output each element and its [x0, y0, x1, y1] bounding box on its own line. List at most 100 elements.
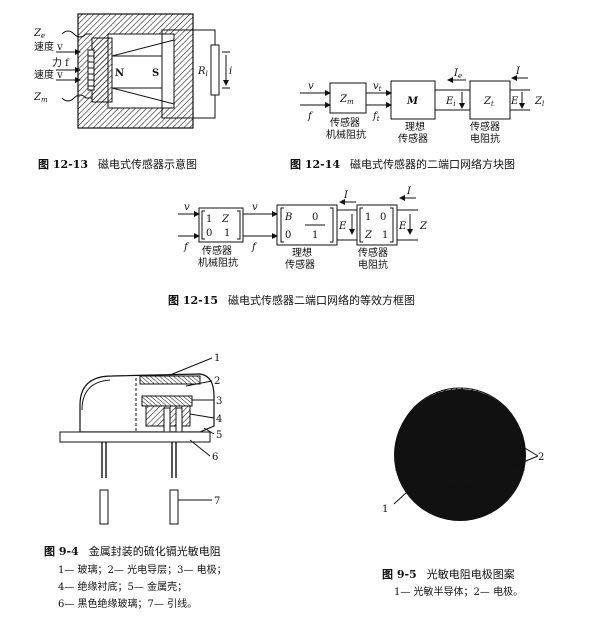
s15-zl: Z: [419, 221, 428, 232]
caption-12-14-number: 图 12-14: [290, 158, 341, 171]
block-ideal-label2: 传感器: [398, 132, 428, 145]
s15-ei: E: [338, 221, 347, 232]
blk1-label1: 传感器: [202, 244, 232, 257]
m3-d: 1: [382, 230, 388, 241]
block-ideal-symbol: M: [406, 96, 419, 107]
label-force-f: 力 f: [52, 56, 70, 69]
sig-i: I: [515, 66, 521, 77]
block-ideal-transducer: [390, 80, 436, 120]
moving-coil: [87, 49, 95, 91]
matrix-block-mech: [198, 207, 244, 243]
c94-4: 4: [216, 414, 222, 425]
label-speed-v: 速度 v: [34, 68, 63, 81]
legend-9-5: 1— 光敏半导体；2— 电极。: [394, 584, 523, 601]
block-ideal-label1: 理想: [405, 120, 425, 133]
s15-ft: f: [251, 242, 258, 253]
sig-vt: vt: [373, 81, 382, 93]
c94-5: 5: [216, 430, 222, 441]
caption-9-4-title: 金属封装的硫化镉光敏电阻: [88, 545, 221, 558]
block-elec-label1: 传感器: [470, 120, 500, 133]
block-elec-symbol: Zt: [483, 96, 494, 108]
c94-6: 6: [212, 452, 218, 463]
blk2-label1: 理想: [292, 246, 312, 259]
photosensitive-pattern: [395, 387, 525, 488]
label-zm: Zm: [33, 92, 48, 104]
legend-9-5-line: 1— 光敏半导体；2— 电极。: [394, 587, 524, 598]
m3-a: 1: [365, 212, 371, 223]
caption-12-14-title: 磁电式传感器的二端口网络方块图: [350, 158, 516, 171]
m1-c: 0: [206, 228, 212, 239]
block-elec-label2: 电阻抗: [470, 132, 500, 145]
fig-9-4-drawing: [59, 357, 215, 525]
block-elec-impedance: [469, 80, 511, 120]
base-flange: [59, 431, 211, 443]
label-speed-vt: 速度 v: [34, 40, 63, 53]
m2-a: B: [284, 212, 292, 223]
caption-9-4: 图 9-4 金属封装的硫化镉光敏电阻: [44, 543, 221, 559]
m1-a: 1: [206, 214, 212, 225]
photoconductive-layer: [141, 395, 193, 407]
label-s: S: [152, 68, 159, 79]
lower-spring: [61, 94, 92, 102]
s15-ie: I: [343, 190, 349, 201]
legend-9-4-line: 1— 玻璃；2— 光电导层；3— 电极；: [58, 565, 227, 576]
blk1-label2: 机械阻抗: [198, 256, 238, 269]
m3-c: Z: [364, 230, 373, 241]
block-mech-label1: 传感器: [330, 116, 360, 129]
fig-12-15-drawing: [178, 195, 418, 246]
block-mech-label2: 机械阻抗: [326, 128, 366, 141]
legend-9-4-line: 4— 绝缘衬底；5— 金属壳；: [58, 582, 188, 593]
permanent-magnet: [111, 55, 163, 89]
blk2-label2: 传感器: [285, 258, 315, 271]
sig-ei: Ei: [445, 96, 456, 108]
fig-12-13-drawing: [56, 13, 230, 129]
caption-12-15: 图 12-15 磁电式传感器二端口网络的等效方框图: [168, 292, 415, 308]
glass-window: [139, 375, 201, 385]
m1-b: Z: [221, 214, 230, 225]
pole-piece: [91, 37, 113, 103]
load-resistor: [210, 44, 220, 96]
caption-12-13-number: 图 12-13: [38, 158, 89, 171]
s15-i: I: [406, 186, 412, 197]
m2-d: 1: [312, 230, 318, 241]
sig-ft: ft: [372, 111, 380, 123]
c95-2: 2: [538, 452, 544, 463]
sig-e: E: [510, 96, 519, 107]
s15-f: f: [183, 242, 190, 253]
sig-ie: Ie: [453, 68, 462, 80]
c95-1: 1: [382, 504, 388, 515]
m3-b: 0: [380, 212, 386, 223]
caption-9-4-number: 图 9-4: [44, 545, 79, 558]
sig-f: f: [307, 111, 314, 122]
m2-b: 0: [312, 212, 318, 223]
caption-12-13: 图 12-13 磁电式传感器示意图: [38, 156, 197, 172]
matrix-block-elec: [356, 204, 398, 246]
m1-d: 1: [224, 228, 230, 239]
caption-9-5: 图 9-5 光敏电阻电极图案: [382, 566, 515, 582]
sig-zl: Zl: [534, 96, 544, 108]
electrode: [163, 407, 171, 433]
blk3-label2: 电阻抗: [358, 258, 388, 271]
s15-vt: v: [252, 202, 258, 213]
blk3-label1: 传感器: [358, 246, 388, 259]
caption-9-5-title: 光敏电阻电极图案: [426, 568, 515, 581]
block-mech-symbol: Zm: [339, 94, 354, 106]
c94-7: 7: [214, 496, 220, 507]
s15-e: E: [398, 221, 407, 232]
caption-12-13-title: 磁电式传感器示意图: [98, 158, 198, 171]
caption-12-14: 图 12-14 磁电式传感器的二端口网络方块图: [290, 156, 515, 172]
legend-9-4-line: 6— 黑色绝缘玻璃；7— 引线。: [58, 599, 198, 610]
upper-spring: [61, 30, 92, 38]
caption-12-15-number: 图 12-15: [168, 294, 219, 307]
label-i: i: [229, 66, 232, 77]
sig-v: v: [308, 81, 314, 92]
c94-2: 2: [214, 376, 220, 387]
label-ze: Ze: [33, 28, 45, 40]
m2-c: 0: [285, 230, 291, 241]
label-n: N: [115, 68, 124, 79]
fig-12-14-drawing: [300, 75, 530, 120]
block-mech-impedance: [329, 82, 367, 114]
caption-9-5-number: 图 9-5: [382, 568, 417, 581]
caption-12-15-title: 磁电式传感器二端口网络的等效方框图: [228, 294, 416, 307]
